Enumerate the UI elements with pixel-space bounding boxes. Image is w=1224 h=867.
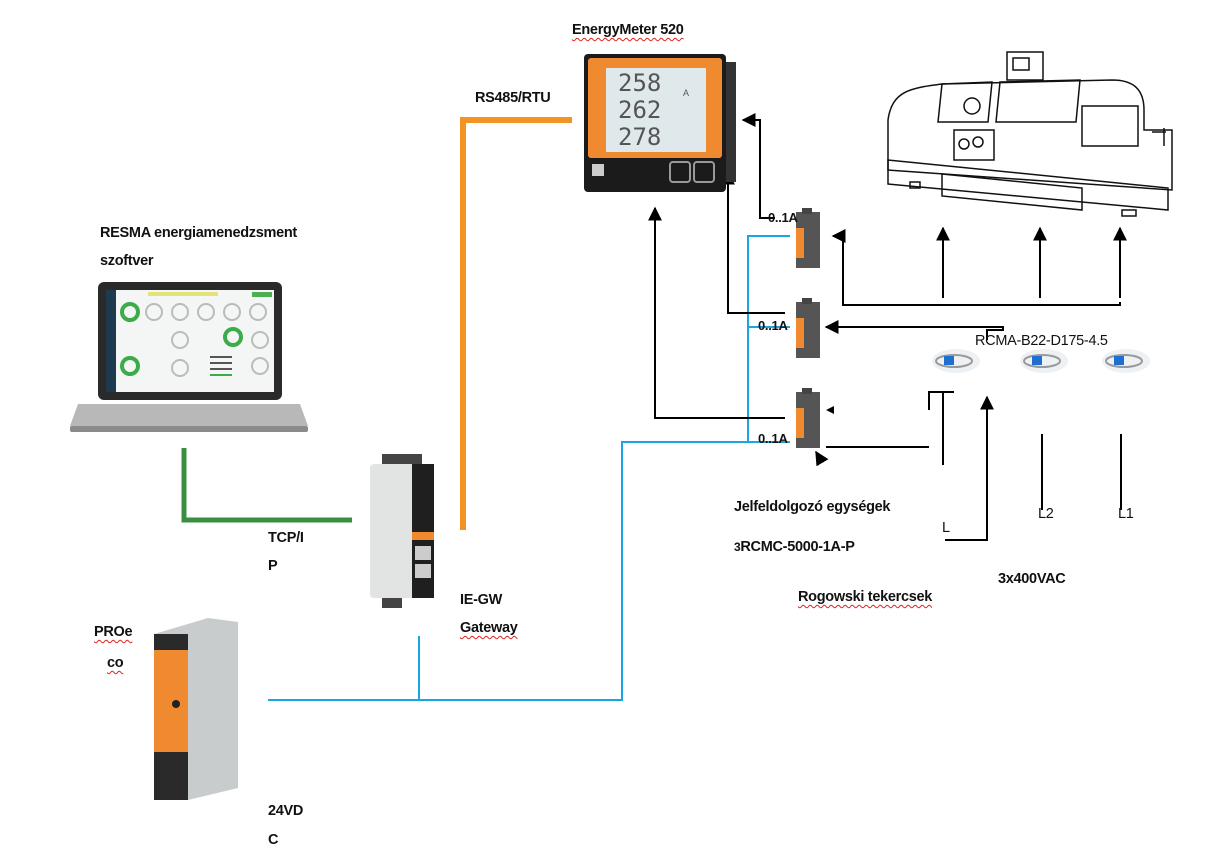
phase-label-l2: L2 [1038, 506, 1054, 522]
energy-meter-label: EnergyMeter 520 [572, 22, 684, 38]
signal-units-count: 3 [734, 540, 741, 554]
machine-feed-arrows [936, 226, 1127, 298]
signal-units-model: RCMC-5000-1A-P [740, 539, 855, 555]
meter-value-2: 262 [618, 96, 662, 124]
signal-unit-1[interactable] [790, 208, 826, 270]
laptop-device[interactable] [68, 278, 310, 438]
meter-unit: A [683, 88, 690, 98]
rogowski-coil-2[interactable] [1018, 344, 1070, 378]
mains-voltage-label: 3x400VAC [998, 571, 1066, 587]
psu-label-line1: PROe [94, 624, 133, 640]
output-range-2: 0..1A [758, 318, 788, 333]
signal-unit-2[interactable] [790, 298, 826, 360]
supply-voltage-line2: C [268, 832, 279, 848]
psu-label-line2: co [107, 655, 124, 671]
energy-meter-label-text: EnergyMeter 520 [572, 22, 684, 38]
machine-tool-illustration[interactable] [882, 50, 1182, 230]
tcpip-label-line2: P [268, 558, 278, 574]
power-bus-24vdc [268, 235, 790, 701]
output-range-1: 0..1A [768, 210, 798, 225]
signal-units-label-line1: Jelfeldolgozó egységek [734, 499, 891, 515]
signal-units-label-line2: 3RCMC-5000-1A-P [734, 539, 855, 555]
psu-label-2: co [107, 655, 124, 671]
phase-label-l: L [942, 520, 950, 536]
rogowski-coil-3[interactable] [1100, 344, 1152, 378]
power-supply-device[interactable] [148, 612, 240, 802]
rogowski-model-label: RCMA-B22-D175-4.5 [975, 333, 1108, 349]
meter-value-1: 258 [618, 69, 662, 97]
gateway-label-line2: Gateway [460, 620, 518, 636]
psu-label: PROe [94, 624, 133, 640]
rogowski-wiring [815, 229, 1122, 541]
gateway-label: Gateway [460, 620, 518, 636]
rs485-label: RS485/RTU [475, 90, 551, 106]
meter-value-3: 278 [618, 123, 662, 151]
rs485-cable [460, 117, 572, 530]
energy-meter-device[interactable]: 258 262 278 A [578, 52, 738, 194]
software-label-line1: RESMA energiamenedzsment [100, 225, 297, 241]
rogowski-label: Rogowski tekercsek [798, 589, 932, 605]
tcpip-cable [181, 448, 352, 523]
gateway-label-line1: IE-GW [460, 592, 502, 608]
output-range-3: 0..1A [758, 431, 788, 446]
supply-voltage-line1: 24VD [268, 803, 304, 819]
rogowski-coil-1[interactable] [930, 344, 982, 378]
rogowski-label-text: Rogowski tekercsek [798, 589, 933, 605]
software-label-line2: szoftver [100, 253, 154, 269]
signal-unit-3[interactable] [790, 388, 826, 450]
signal-outputs [648, 113, 785, 419]
meter-display: 258 262 278 [618, 70, 704, 151]
gateway-device[interactable] [360, 450, 450, 610]
phase-label-l1: L1 [1118, 506, 1134, 522]
tcpip-label-line1: TCP/I [268, 530, 304, 546]
